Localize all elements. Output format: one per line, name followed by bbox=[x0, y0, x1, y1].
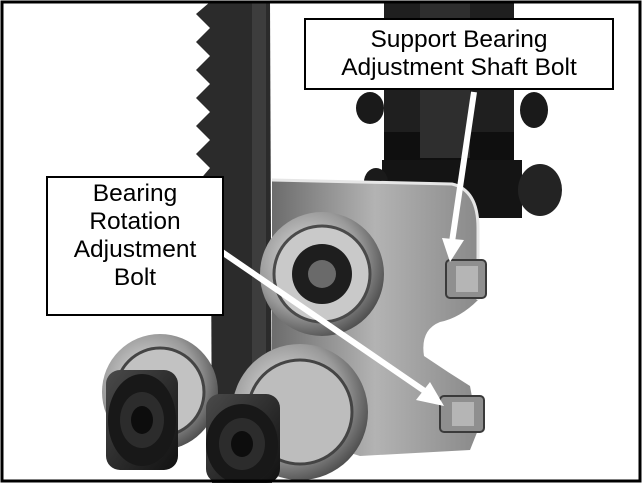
support-callout-line-2: Adjustment Shaft Bolt bbox=[341, 54, 577, 81]
rotation-callout-line-2: Rotation bbox=[89, 208, 181, 235]
rotation-callout-line-1: Bearing bbox=[92, 180, 178, 207]
support-callout-line-1: Support Bearing bbox=[370, 26, 548, 53]
right-knob bbox=[206, 394, 280, 483]
bearing-rotation-bolt bbox=[439, 395, 485, 433]
bearing-rotation-callout: Bearing Rotation Adjustment Bolt bbox=[46, 176, 224, 316]
upper-bearing bbox=[260, 212, 384, 336]
rotation-callout-line-4: Bolt bbox=[113, 264, 157, 291]
rotation-bolt-arrow bbox=[220, 249, 444, 406]
support-bearing-callout: Support Bearing Adjustment Shaft Bolt bbox=[304, 18, 614, 90]
left-knob bbox=[106, 370, 178, 470]
rotation-callout-line-3: Adjustment bbox=[73, 236, 197, 263]
support-bearing-shaft-bolt bbox=[445, 259, 487, 299]
support-bolt-arrow bbox=[442, 91, 477, 262]
